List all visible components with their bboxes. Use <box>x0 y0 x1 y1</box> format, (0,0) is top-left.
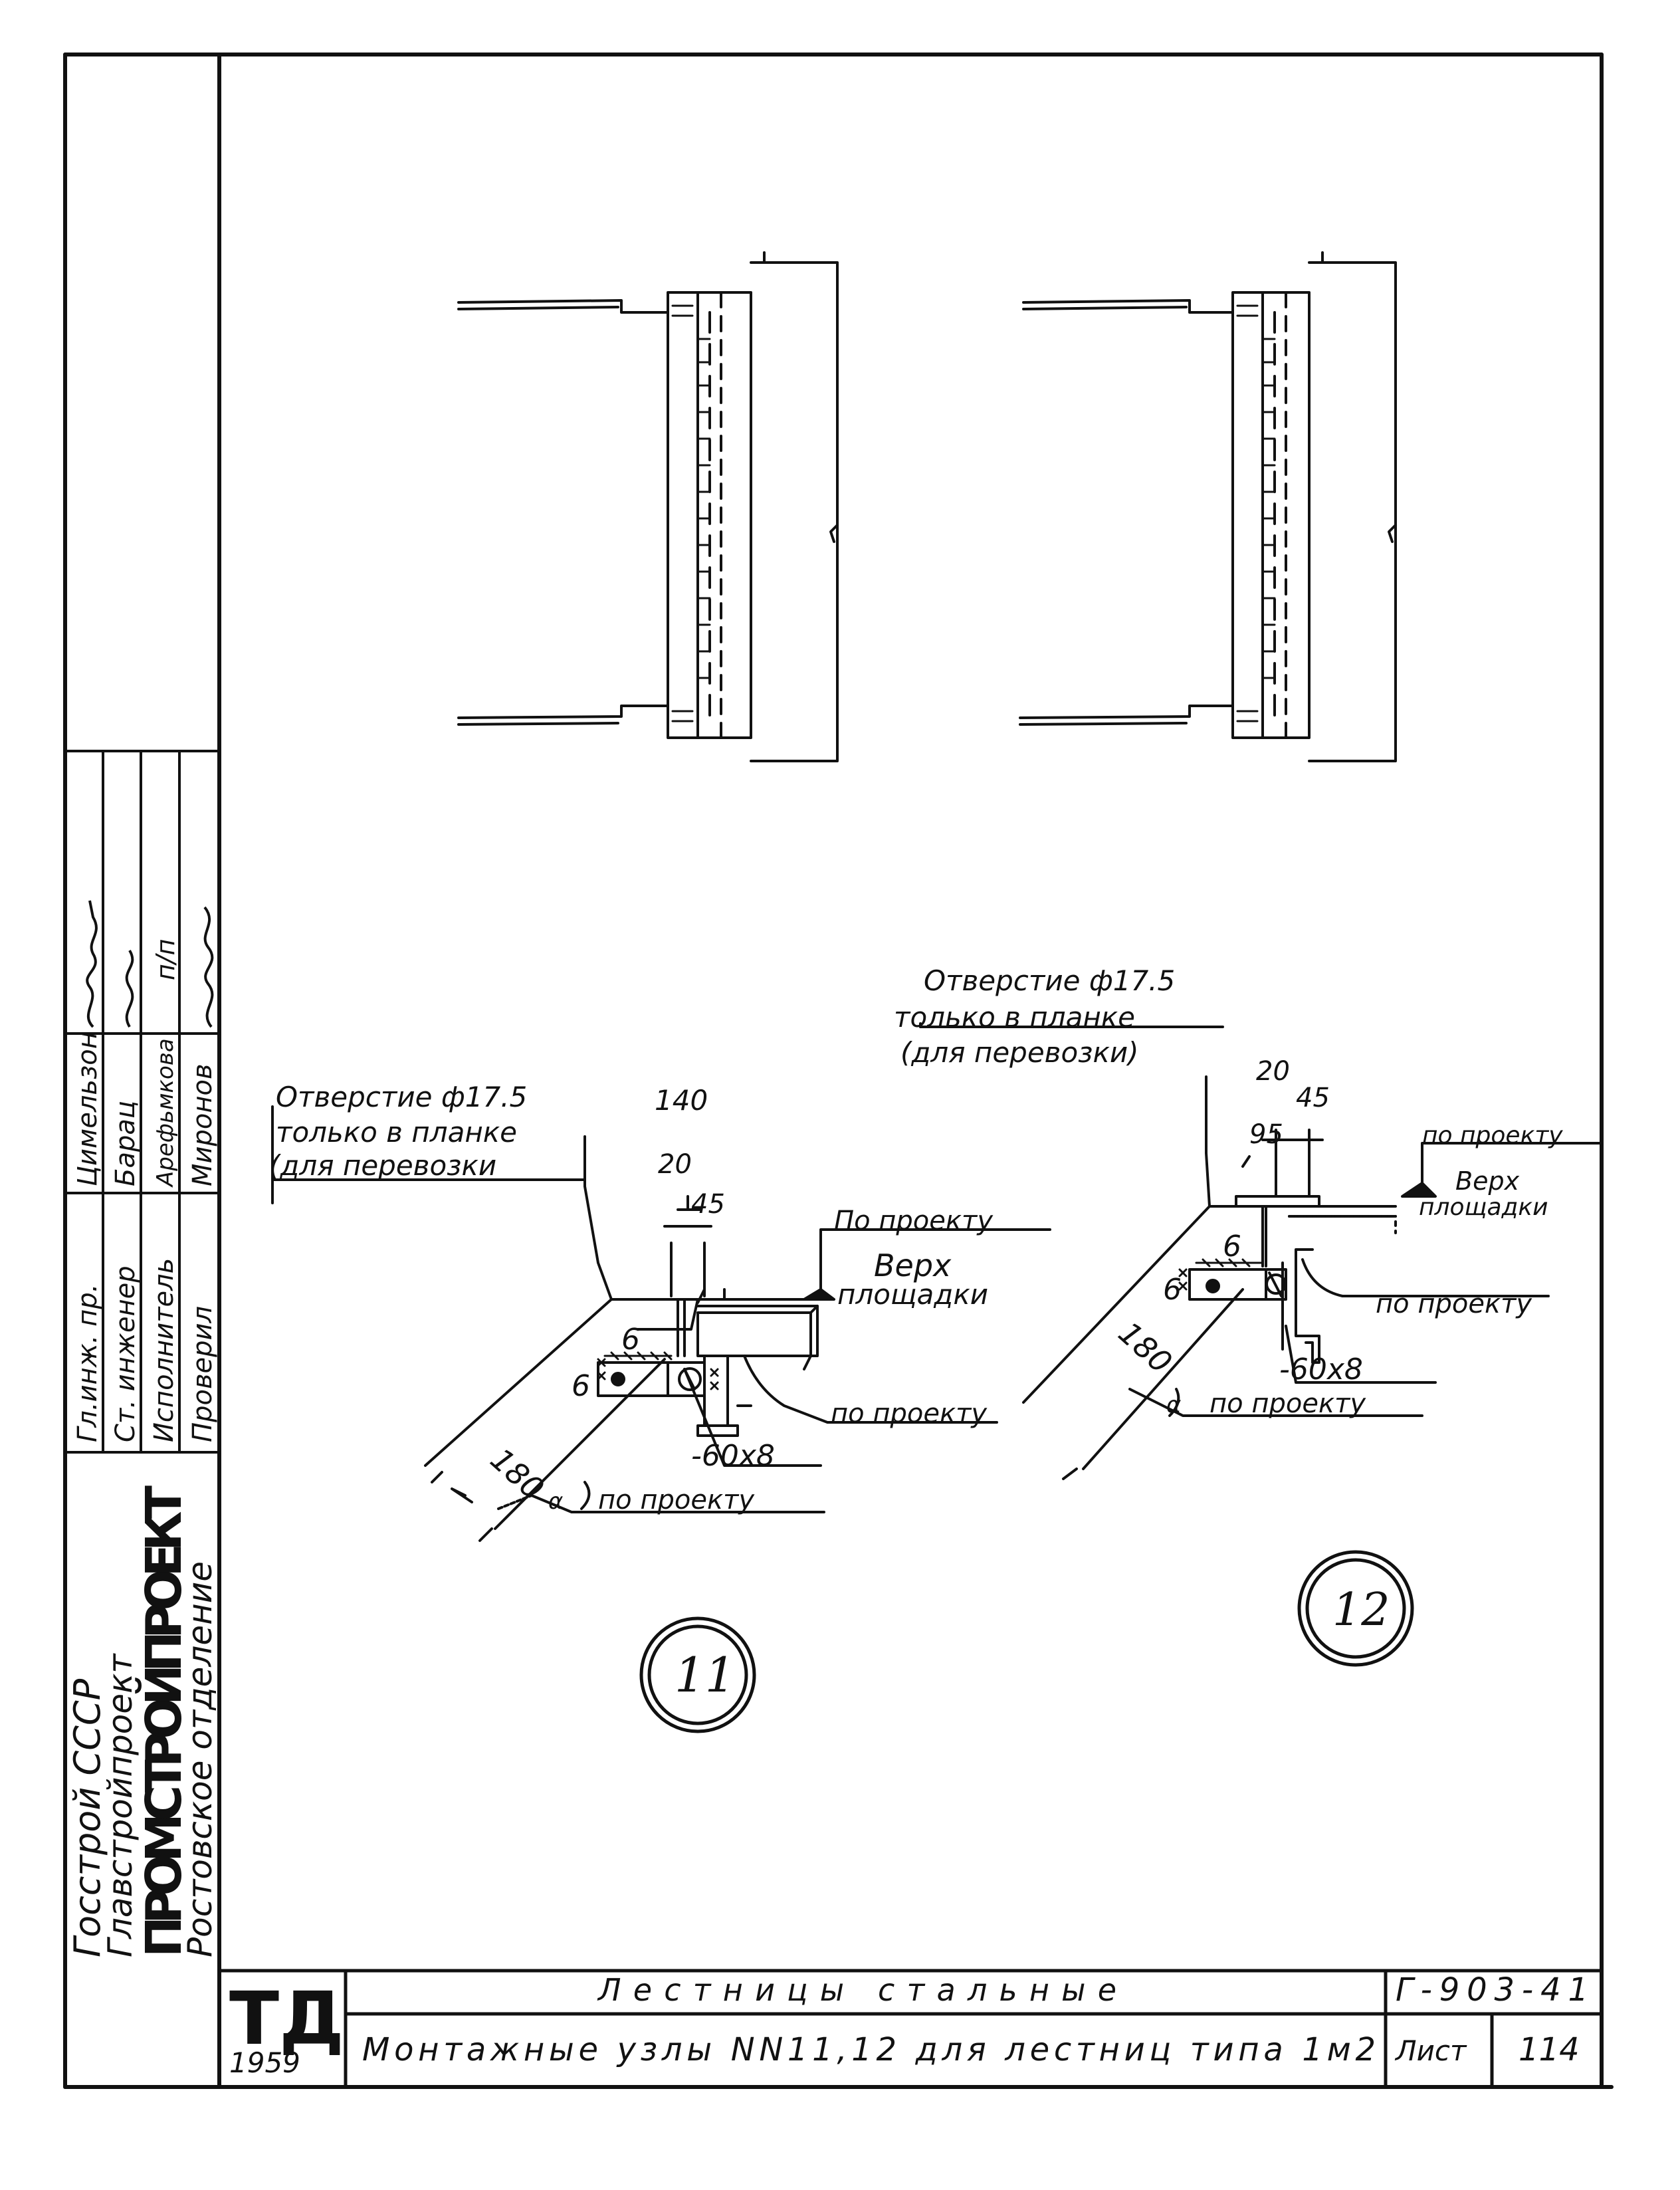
drawing-code: Г-903-41 <box>1396 1971 1588 2009</box>
n12-d6a: 6 <box>1223 1230 1241 1263</box>
node-11-label-circle <box>641 1618 754 1731</box>
n11-verkh: Верх <box>874 1248 952 1283</box>
org-line1: Госстрой СССР <box>66 1678 108 1957</box>
n11-hole-1: Отверстие ф17.5 <box>276 1081 527 1113</box>
title-block-grid <box>219 1971 1602 2087</box>
node-11-text: Отверстие ф17.5 только в планке (для пер… <box>269 1081 994 1703</box>
n11-plate: -60х8 <box>691 1439 775 1473</box>
n11-hole-3: (для перевозки <box>269 1149 496 1182</box>
n11-alpha: α <box>548 1488 563 1515</box>
year: 1959 <box>229 2046 300 2079</box>
n11-d140: 140 <box>655 1084 708 1117</box>
n12-d6b: 6 <box>1163 1273 1182 1307</box>
n12-hole-3: (для перевозки) <box>900 1036 1139 1069</box>
sheet-number: 114 <box>1519 2031 1580 2068</box>
title-line1: Лестницы стальные <box>597 1972 1116 2008</box>
n12-po-proektu-bottom: по проекту <box>1209 1388 1366 1419</box>
org-line4: Ростовское отделение <box>181 1561 219 1957</box>
org-line3: ПРОМСТРОЙПРОЕКТ <box>134 1485 193 1957</box>
sig-name-2: Барац <box>110 1101 141 1186</box>
publisher-logo: ТД <box>229 1976 344 2061</box>
n11-d6a: 6 <box>621 1323 640 1357</box>
node-12-text: Отверстие ф17.5 только в планке (для пер… <box>894 964 1563 1636</box>
node-12-drawing <box>920 1024 1602 1479</box>
n12-plate: -60х8 <box>1279 1353 1363 1386</box>
signature-table: Гл.инж. пр. Ст. инженер Исполнитель Пров… <box>72 901 218 1442</box>
n12-hole-2: только в планке <box>894 1001 1135 1034</box>
n11-number: 11 <box>675 1647 736 1703</box>
n11-hole-2: только в планке <box>276 1116 517 1149</box>
sig-role-4: Проверил <box>187 1306 218 1442</box>
plan-view-right <box>1020 253 1396 761</box>
n11-d20: 20 <box>658 1149 692 1180</box>
n12-number: 12 <box>1332 1584 1390 1636</box>
sig-role-2: Ст. инженер <box>110 1265 141 1442</box>
node-12-label-circle <box>1299 1552 1412 1665</box>
n12-po-proektu-mid: по проекту <box>1376 1289 1532 1319</box>
sig-name-3: Арефьмкова <box>152 1038 179 1188</box>
n12-d95: 95 <box>1249 1119 1283 1150</box>
sig-name-4: Миронов <box>187 1063 218 1186</box>
n12-ploshchadki: площадки <box>1419 1194 1548 1221</box>
n12-po-proektu-top: по проекту <box>1422 1122 1563 1149</box>
n11-ploshchadki: площадки <box>837 1278 988 1311</box>
title-line2: Монтажные узлы NN11,12 для лестниц типа … <box>362 2031 1376 2068</box>
node-11-drawing <box>272 1107 1050 1541</box>
sig-mark-pp: п/п <box>151 939 180 981</box>
n12-alpha: α <box>1166 1392 1181 1418</box>
n11-d180: 180 <box>484 1441 551 1507</box>
sig-role-3: Исполнитель <box>149 1258 179 1442</box>
n11-d6b: 6 <box>572 1369 590 1403</box>
sheet-frame <box>65 55 1612 2087</box>
handwritten-signatures <box>87 901 212 1027</box>
n11-po-proektu-top: По проекту <box>834 1206 994 1236</box>
org-line2: Главстройпроект <box>101 1653 140 1957</box>
org-block: Госстрой СССР Главстройпроект ПРОМСТРОЙП… <box>66 1485 219 1957</box>
plan-view-left <box>459 253 837 761</box>
left-stamp-grid <box>65 751 219 1452</box>
n11-po-proektu-mid: по проекту <box>831 1398 988 1429</box>
n12-hole-1: Отверстие ф17.5 <box>924 964 1175 997</box>
sheet-label: Лист <box>1394 2034 1467 2067</box>
sig-role-1: Гл.инж. пр. <box>72 1284 103 1442</box>
n12-d45: 45 <box>1296 1083 1330 1113</box>
n11-po-proektu-bottom: по проекту <box>598 1485 755 1515</box>
n11-d45: 45 <box>691 1189 725 1220</box>
n12-d20: 20 <box>1256 1056 1290 1087</box>
sig-name-1: Цимельзон <box>72 1032 103 1186</box>
n12-verkh: Верх <box>1455 1166 1520 1196</box>
